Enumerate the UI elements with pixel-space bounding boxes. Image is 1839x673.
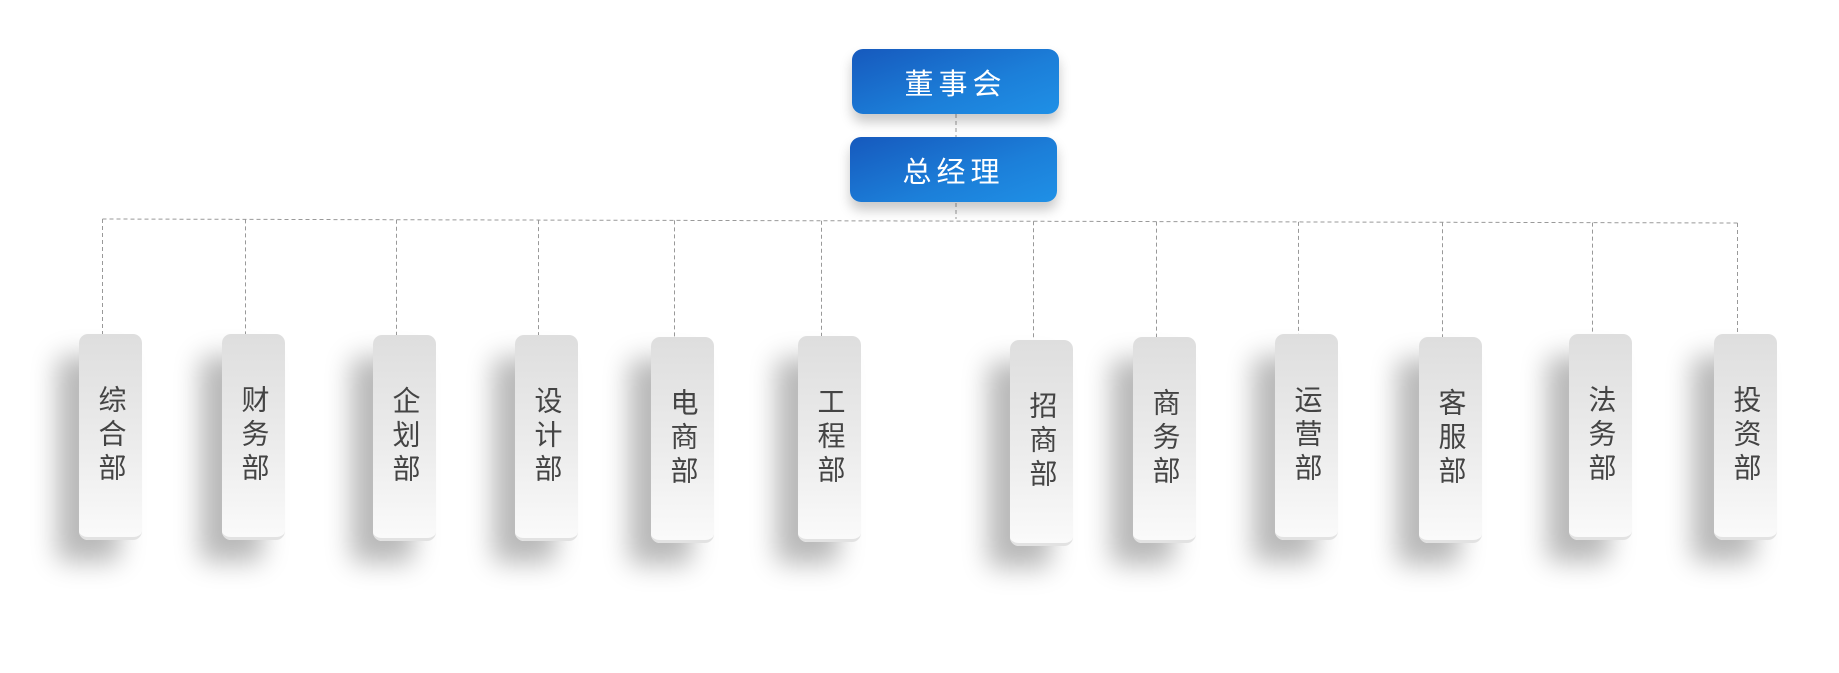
department-label: 运营部 — [1290, 384, 1324, 487]
department-node[interactable]: 财务部 — [222, 334, 285, 540]
department-label: 投资部 — [1729, 384, 1763, 487]
department-node[interactable]: 法务部 — [1569, 334, 1632, 540]
department-label: 商务部 — [1148, 387, 1182, 490]
department-label: 客服部 — [1434, 387, 1468, 490]
department-label: 法务部 — [1584, 384, 1618, 487]
department-node[interactable]: 设计部 — [515, 335, 578, 541]
department-node[interactable]: 招商部 — [1010, 340, 1073, 546]
department-label: 综合部 — [94, 384, 128, 487]
department-node[interactable]: 运营部 — [1275, 334, 1338, 540]
department-label: 工程部 — [813, 386, 847, 489]
connector-bus — [102, 218, 1738, 224]
department-node[interactable]: 综合部 — [79, 334, 142, 540]
department-node[interactable]: 客服部 — [1419, 337, 1482, 543]
general-manager-node[interactable]: 总经理 — [850, 137, 1057, 202]
department-node[interactable]: 商务部 — [1133, 337, 1196, 543]
department-label: 设计部 — [530, 385, 564, 488]
department-node[interactable]: 电商部 — [651, 337, 714, 543]
department-label: 企划部 — [388, 385, 422, 488]
department-label: 财务部 — [237, 384, 271, 487]
department-node[interactable]: 投资部 — [1714, 334, 1777, 540]
board-node[interactable]: 董事会 — [852, 49, 1059, 114]
department-node[interactable]: 企划部 — [373, 335, 436, 541]
department-label: 电商部 — [666, 387, 700, 490]
department-label: 招商部 — [1025, 390, 1059, 493]
department-node[interactable]: 工程部 — [798, 336, 861, 542]
